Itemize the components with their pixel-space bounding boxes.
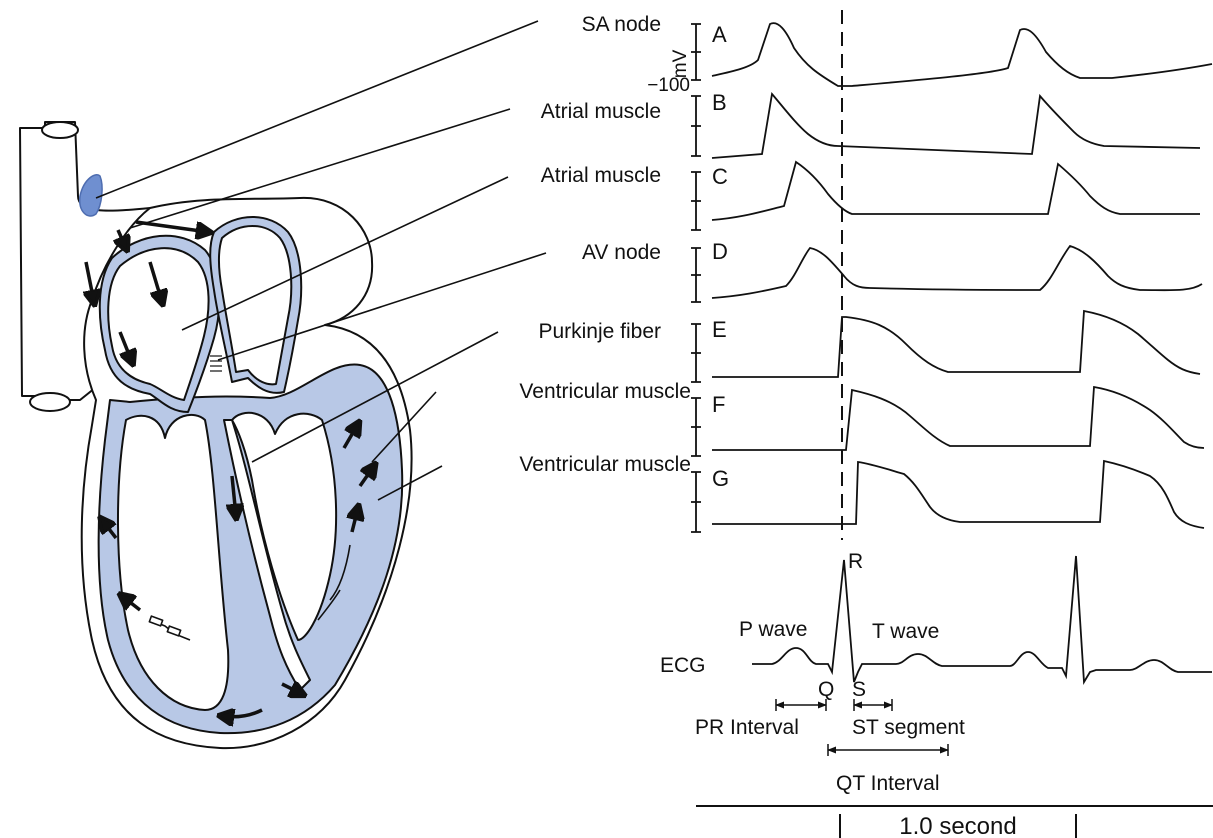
trace-a-waveform (712, 23, 1212, 86)
trace-e-scale-bar (691, 324, 701, 382)
vessel-bottom-opening (30, 393, 70, 411)
trace-b-label: B (712, 90, 727, 115)
trace-g-scale-bar (691, 472, 701, 532)
mv-unit-label: mV (670, 49, 691, 78)
label-purkinje-fiber: Purkinje fiber (538, 320, 661, 343)
label-sa-node: SA node (582, 13, 661, 36)
vessel-top-opening (42, 122, 78, 138)
trace-d-waveform (712, 246, 1202, 298)
ecg-label: ECG (660, 654, 706, 677)
q-label: Q (818, 678, 834, 701)
p-wave-label: P wave (739, 618, 808, 641)
trace-c-scale-bar (691, 172, 701, 230)
trace-d-scale-bar (691, 248, 701, 302)
heart-diagram (20, 122, 412, 748)
trace-a-scale-bar (691, 24, 701, 80)
trace-f-label: F (712, 392, 725, 417)
action-potential-traces (691, 23, 1212, 532)
t-wave-label: T wave (872, 620, 939, 643)
sa-node-marker (80, 175, 102, 216)
time-scale-label: 1.0 second (899, 813, 1016, 838)
trace-f-scale-bar (691, 398, 701, 456)
trace-d-label: D (712, 239, 728, 264)
s-label: S (852, 678, 866, 701)
label-atrial-muscle-1: Atrial muscle (541, 100, 661, 123)
trace-b-scale-bar (691, 96, 701, 156)
trace-g-label: G (712, 466, 729, 491)
trace-e-waveform (712, 311, 1200, 377)
trace-a-label: A (712, 22, 727, 47)
trace-b-waveform (712, 94, 1200, 158)
ecg-section: ECG P wave R T wave Q S PR Interval ST s… (660, 550, 1212, 795)
label-atrial-muscle-2: Atrial muscle (541, 164, 661, 187)
mv-min-label: −100 (647, 75, 690, 96)
trace-c-label: C (712, 164, 728, 189)
trace-e-label: E (712, 317, 727, 342)
trace-c-waveform (712, 162, 1200, 220)
st-segment-label: ST segment (852, 716, 965, 739)
label-av-node: AV node (582, 241, 661, 264)
label-ventricular-muscle-2: Ventricular muscle (519, 453, 691, 476)
trace-g-waveform (712, 461, 1204, 528)
ecg-trace (752, 556, 1212, 682)
r-label: R (848, 550, 863, 573)
label-ventricular-muscle-1: Ventricular muscle (519, 380, 691, 403)
pr-interval-label: PR Interval (695, 716, 799, 739)
leader-line-sa-node (96, 21, 538, 198)
qt-interval-label: QT Interval (836, 772, 939, 795)
trace-f-waveform (712, 387, 1204, 450)
